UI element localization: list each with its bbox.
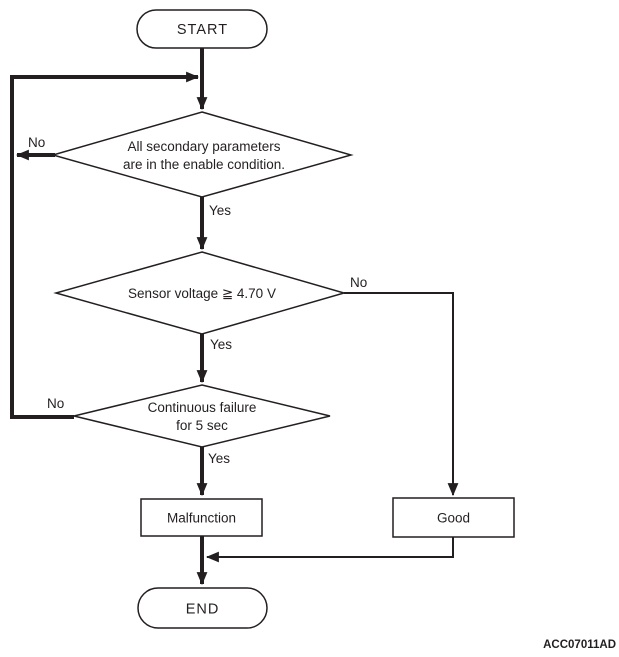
- flow-decision2-no: [344, 292, 459, 497]
- decision2-no-label: No: [350, 275, 367, 290]
- malfunction-label: Malfunction: [167, 511, 236, 526]
- start-label: START: [177, 22, 228, 38]
- decision3-text-line1: Continuous failure: [148, 400, 257, 415]
- decision2-yes-label: Yes: [210, 337, 232, 352]
- figure-code: ACC07011AD: [543, 639, 616, 651]
- malfunction-node: [140, 498, 263, 537]
- end-label: END: [186, 602, 220, 618]
- good-node: [392, 497, 515, 538]
- flow-feedback-loop: [10, 71, 200, 419]
- decision3-yes-label: Yes: [208, 451, 230, 466]
- flow-good-merge: [205, 537, 454, 563]
- decision2-sensor-voltage: [53, 251, 347, 335]
- decision2-text: Sensor voltage ≧ 4.70 V: [128, 286, 276, 301]
- decision3-no-label: No: [47, 396, 64, 411]
- decision1-secondary-params: [50, 111, 354, 198]
- decision1-no-label: No: [28, 135, 45, 150]
- good-label: Good: [437, 511, 470, 526]
- decision3-continuous-failure: [73, 384, 331, 448]
- decision1-text-line1: All secondary parameters: [127, 139, 280, 154]
- start-node: [136, 9, 268, 49]
- decision1-yes-label: Yes: [209, 203, 231, 218]
- decision3-text-line2: for 5 sec: [176, 418, 228, 433]
- end-node: [137, 587, 268, 629]
- decision1-text-line2: are in the enable condition.: [123, 157, 285, 172]
